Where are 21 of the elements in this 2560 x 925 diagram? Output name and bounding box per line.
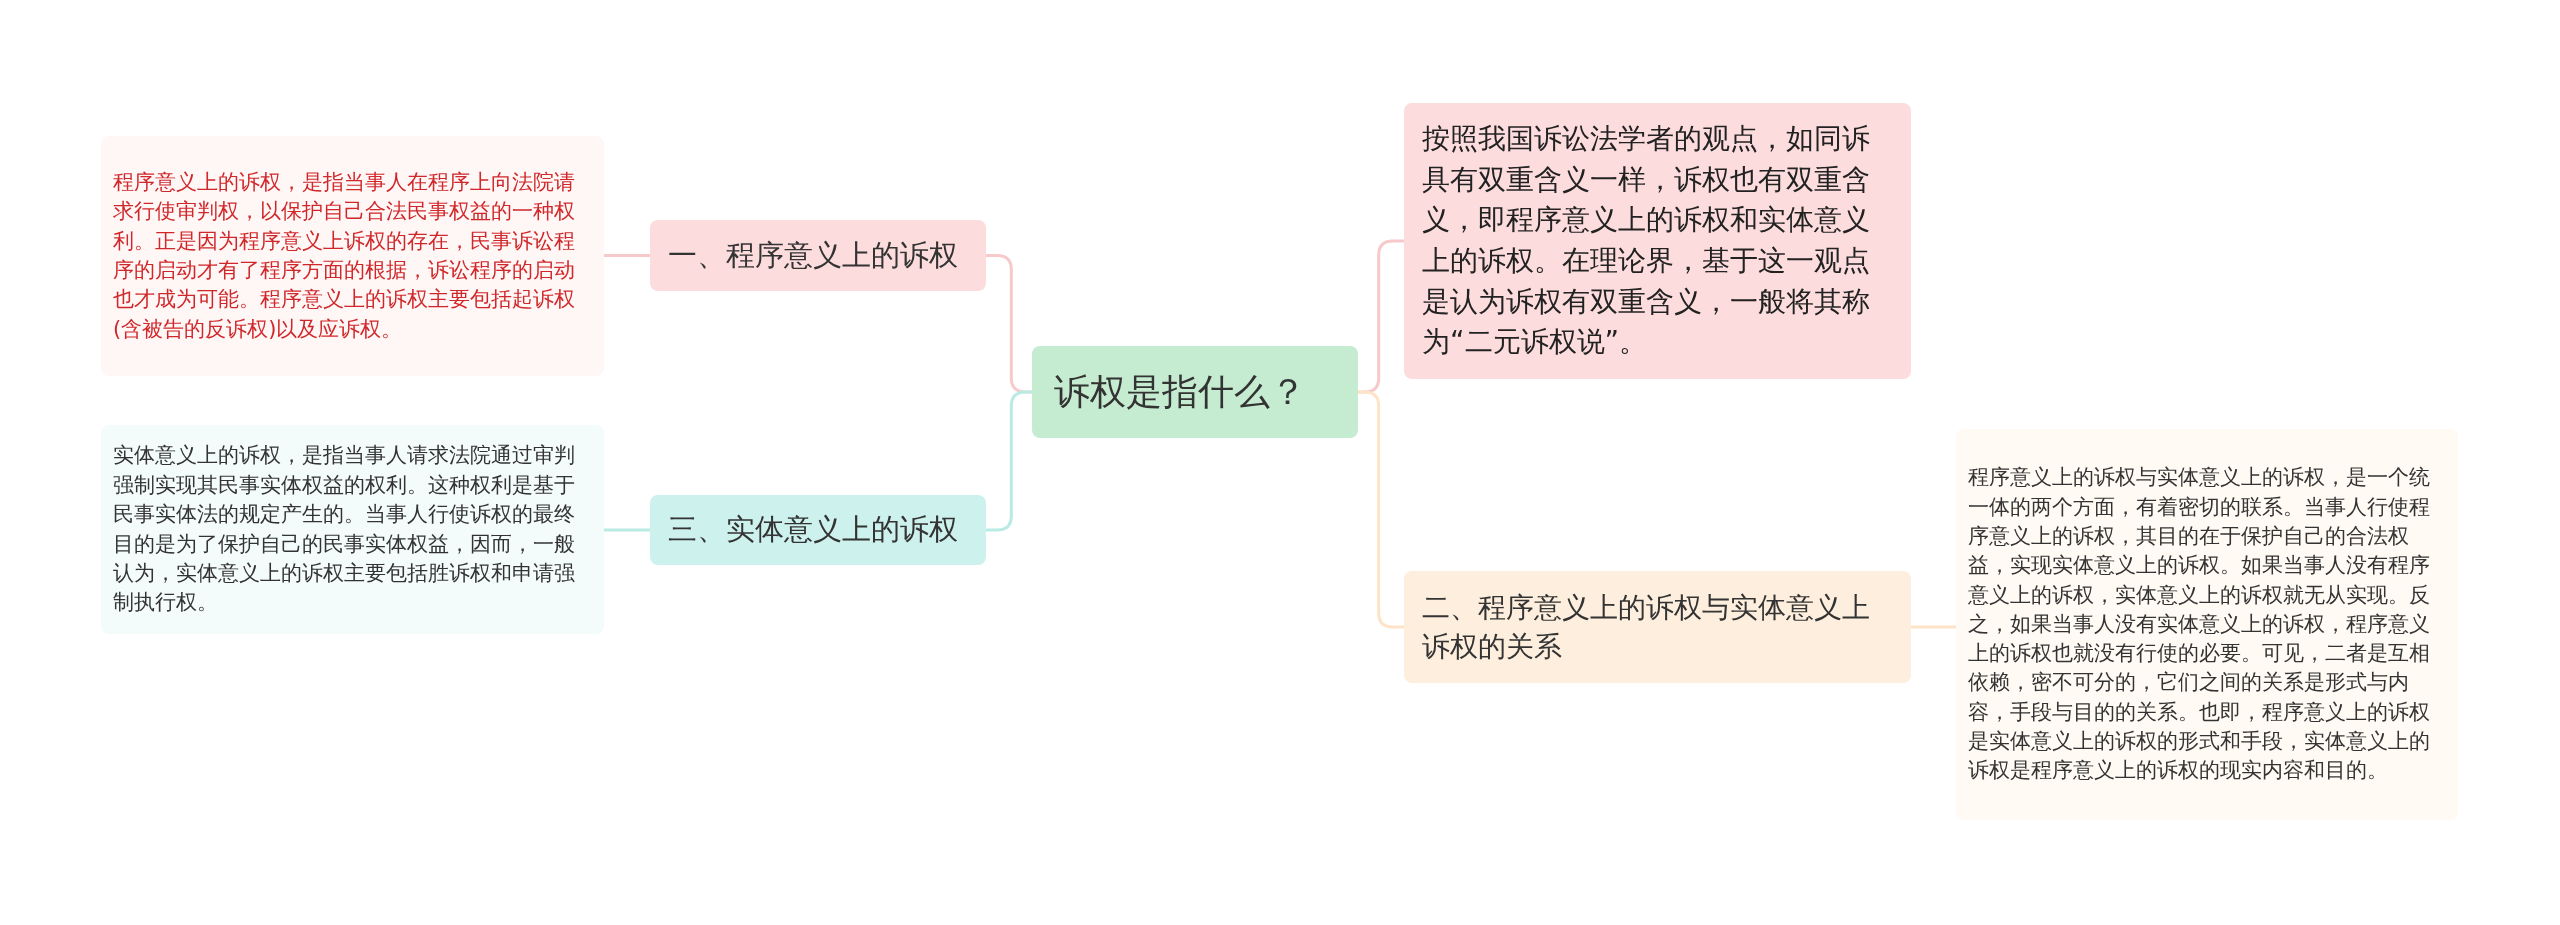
connector-line [604, 528, 650, 532]
connector-line [604, 254, 650, 257]
topic-label: 三、实体意义上的诉权 [668, 511, 958, 549]
note-box [1956, 429, 2458, 820]
note-text: 程序意义上的诉权，是指当事人在程序上向法院请求行使审判权，以保护自己合法民事权益的一种权利。正是因为程序意义上诉权的存在，民事诉讼程序的启动才有了程序方面的根据，诉讼程序的启动也才成为可能。程序意义上的诉权主要包括起诉权(含被告的反诉权)以及应诉权。 [113, 168, 576, 343]
central-topic-text: 诉权是指什么？ [1054, 369, 1306, 414]
topic-label: 二、程序意义上的诉权与实体意义上诉权的关系 [1422, 589, 1871, 665]
topic-box [1404, 103, 1911, 379]
note-text: 程序意义上的诉权与实体意义上的诉权，是一个统一体的两个方面，有着密切的联系。当事人行使程序意义上的诉权，其目的在于保护自己的合法权益，实现实体意义上的诉权。如果当事人没有程序意义上的诉权，实体意义上的诉权就无从实现。反之，如果当事人没有实体意义上的诉权，程序意义上的诉权也就没有行使的必要。可见，二者是互相依赖，密不可分的，它们之间的关系是形式与内容，手段与目的的关系。也即，程序意义上的诉权是实体意义上的诉权的形式和手段，实体意义上的诉权是程序意义上的诉权的现实内容和目的。 [1968, 464, 2431, 785]
central-topic [1032, 346, 1358, 438]
note-text: 实体意义上的诉权，是指当事人请求法院通过审判强制实现其民事实体权益的权利。这种权利是基于民事实体法的规定产生的。当事人行使诉权的最终目的是为了保护自己的民事实体权益，因而，一般认为，实体意义上的诉权主要包括胜诉权和申请强制执行权。 [113, 442, 576, 617]
connector-line [986, 390, 1032, 532]
connector-line [1911, 625, 1956, 629]
connector-line [1358, 390, 1404, 629]
topic-label: 一、程序意义上的诉权 [668, 236, 958, 274]
topic-box [650, 220, 986, 291]
topic-label: 按照我国诉讼法学者的观点，如同诉具有双重含义一样，诉权也有双重含义，即程序意义上的诉权和实体意义上的诉权。在理论界，基于这一观点是认为诉权有双重含义，一般将其称为“二元诉权说”。 [1422, 121, 1871, 361]
note-box [101, 136, 604, 376]
topic-box [650, 495, 986, 565]
topic-box [1404, 571, 1911, 683]
note-box [101, 425, 604, 634]
